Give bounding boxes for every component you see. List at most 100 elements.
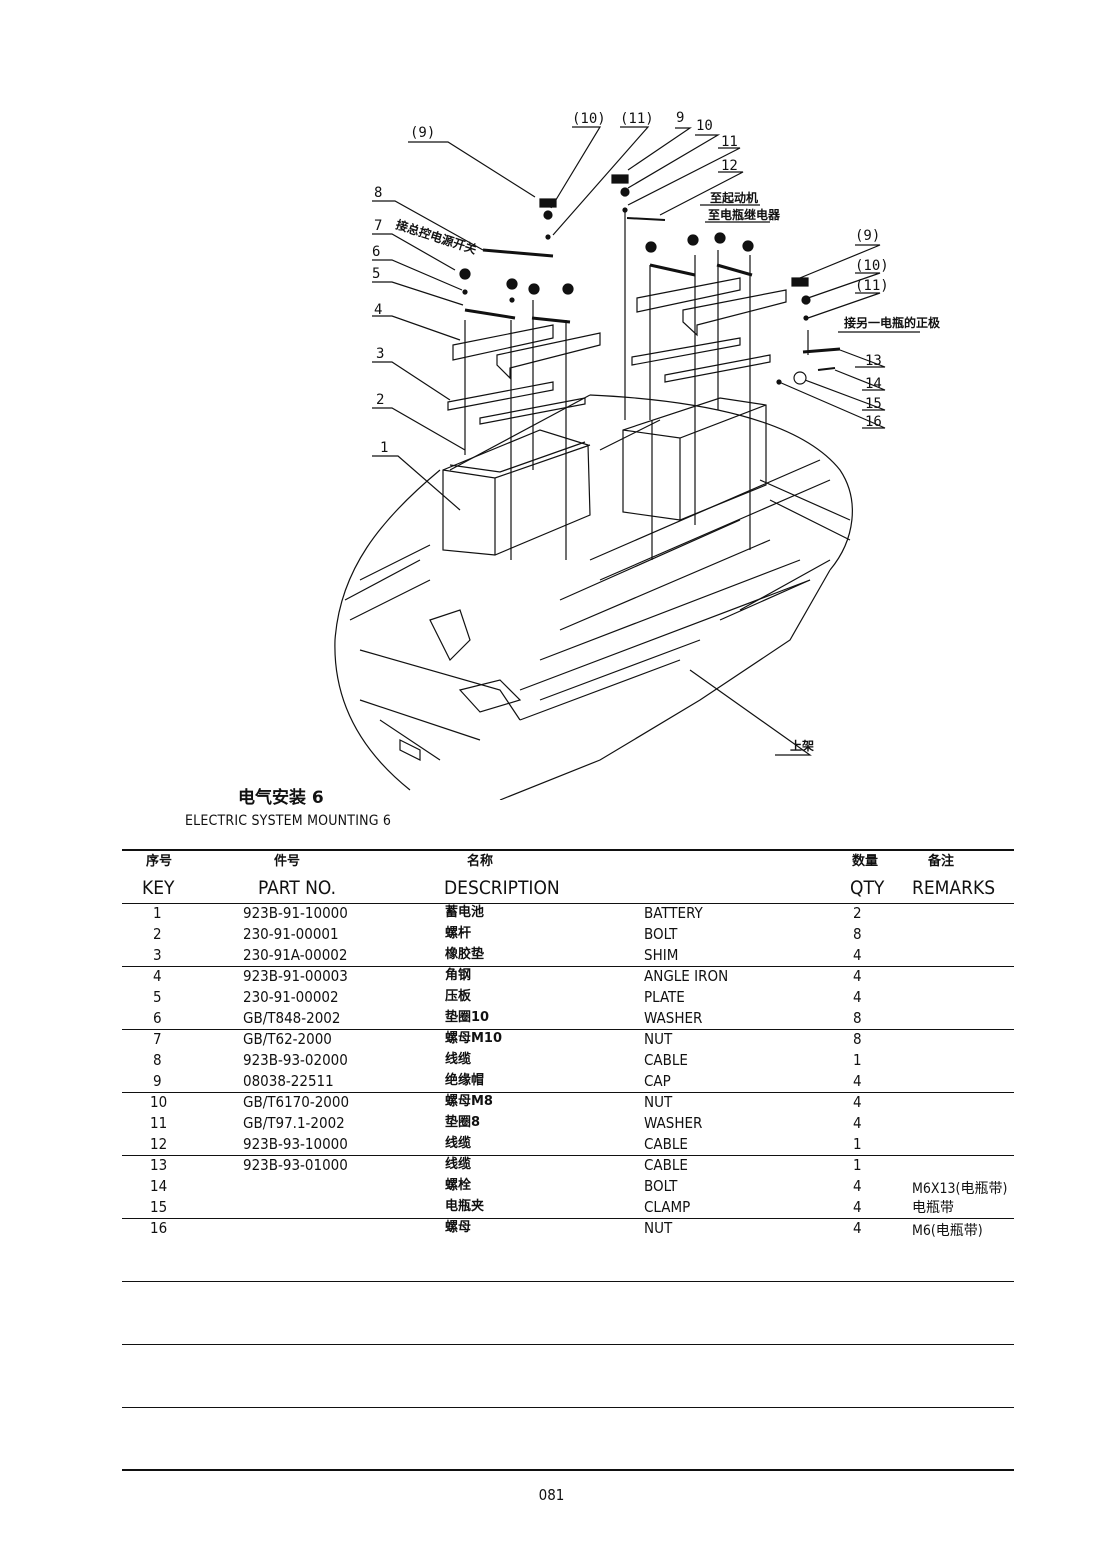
- table-row-desc-cn: 电瓶夹: [445, 1199, 485, 1214]
- header-qty-cn: 数量: [852, 854, 879, 869]
- callout-1: 1: [380, 440, 388, 456]
- table-row-remarks: M6X13(电瓶带): [912, 1181, 1008, 1197]
- callout-9: 9: [676, 110, 684, 126]
- table-row-qty: 8: [853, 1030, 862, 1048]
- table-row-qty: 4: [853, 1219, 862, 1237]
- table-row-qty: 1: [853, 1135, 862, 1153]
- callout-right-10p: (10): [855, 258, 889, 274]
- frame-outline-2: [589, 394, 853, 571]
- table-row-qty: 1: [853, 1156, 862, 1174]
- table-row-desc-cn: 绝缘帽: [445, 1073, 485, 1088]
- callout-12: 12: [721, 158, 738, 174]
- table-row-desc-cn: 角钢: [445, 968, 472, 983]
- page-number: 081: [538, 1486, 565, 1504]
- table-row-key: 16: [150, 1219, 168, 1237]
- parts-table: 序号 KEY 件号 PART NO. 名称 DESCRIPTION 数量 QTY…: [122, 849, 1014, 1471]
- table-row-key: 14: [150, 1177, 168, 1195]
- table-row-desc-en: CABLE: [644, 1156, 688, 1174]
- table-row-part: GB/T97.1-2002: [243, 1114, 345, 1132]
- table-row-qty: 4: [853, 1177, 862, 1195]
- table-row-part: 923B-91-10000: [243, 904, 348, 922]
- callout-4: 4: [374, 302, 382, 318]
- table-row-desc-en: NUT: [644, 1030, 673, 1048]
- table-row-remarks: 电瓶带: [912, 1200, 954, 1216]
- exploded-view-drawing: (9) (10) (11) 9 10 11 12 8 7 6 5 4 3 2 1…: [334, 110, 941, 800]
- table-row-part: 08038-22511: [243, 1072, 334, 1090]
- table-row-desc-cn: 螺杆: [445, 926, 472, 941]
- table-row-key: 4: [153, 967, 162, 985]
- table-row-key: 11: [150, 1114, 168, 1132]
- table-row-desc-cn: 线缆: [445, 1052, 472, 1067]
- table-row-desc-en: BATTERY: [644, 904, 703, 922]
- table-row-key: 10: [150, 1093, 168, 1111]
- callout-11p: (11): [620, 111, 654, 127]
- table-row-key: 7: [153, 1030, 162, 1048]
- battery-left: [442, 429, 591, 556]
- callout-13: 13: [865, 353, 882, 369]
- table-row-part: GB/T848-2002: [243, 1009, 341, 1027]
- table-row-desc-en: WASHER: [644, 1009, 703, 1027]
- table-row-part: 923B-93-01000: [243, 1156, 348, 1174]
- callout-7: 7: [374, 218, 382, 234]
- header-desc-cn: 名称: [467, 854, 494, 869]
- table-row-qty: 1: [853, 1051, 862, 1069]
- table-row-desc-cn: 线缆: [445, 1136, 472, 1151]
- table-row-desc-en: WASHER: [644, 1114, 703, 1132]
- header-desc-en: DESCRIPTION: [444, 877, 560, 899]
- table-row-part: 230-91-00002: [243, 988, 339, 1006]
- table-row-key: 6: [153, 1009, 162, 1027]
- table-row-desc-en: CABLE: [644, 1135, 688, 1153]
- table-row-qty: 4: [853, 1093, 862, 1111]
- callout-15: 15: [865, 396, 882, 412]
- table-row-qty: 4: [853, 1072, 862, 1090]
- wing-nuts: [459, 174, 811, 385]
- table-row-qty: 4: [853, 967, 862, 985]
- table-row-qty: 4: [853, 988, 862, 1006]
- table-row-key: 12: [150, 1135, 168, 1153]
- header-qty-en: QTY: [850, 877, 885, 899]
- table-row-qty: 8: [853, 925, 862, 943]
- callout-9p: (9): [410, 125, 435, 141]
- callout-10p: (10): [572, 111, 606, 127]
- callout-14: 14: [865, 376, 882, 392]
- table-row-key: 13: [150, 1156, 168, 1174]
- table-row-qty: 4: [853, 1198, 862, 1216]
- callout-10: 10: [696, 118, 713, 134]
- table-row-key: 9: [153, 1072, 162, 1090]
- note-upper-frame: 上架: [790, 738, 814, 753]
- table-row-desc-en: ANGLE IRON: [644, 967, 729, 985]
- table-row-desc-cn: 垫圈10: [445, 1010, 490, 1025]
- table-row-key: 8: [153, 1051, 162, 1069]
- callout-5: 5: [372, 266, 380, 282]
- table-row-qty: 4: [853, 1114, 862, 1132]
- table-row-qty: 8: [853, 1009, 862, 1027]
- right-angle-irons: [631, 263, 841, 383]
- table-row-key: 3: [153, 946, 162, 964]
- header-remarks-en: REMARKS: [912, 877, 996, 899]
- table-row-desc-en: SHIM: [644, 946, 679, 964]
- table-row-desc-en: BOLT: [644, 1177, 678, 1195]
- table-row-part: 230-91-00001: [243, 925, 339, 943]
- header-key-en: KEY: [142, 877, 175, 899]
- note-to-main-switch: 接总控电源开关: [394, 217, 479, 257]
- callout-3: 3: [376, 346, 384, 362]
- table-row-desc-cn: 橡胶垫: [445, 947, 485, 962]
- table-row-part: 923B-93-02000: [243, 1051, 348, 1069]
- table-row-desc-cn: 螺母M8: [445, 1094, 493, 1109]
- table-row-desc-cn: 螺栓: [445, 1178, 472, 1193]
- table-row-desc-en: CABLE: [644, 1051, 688, 1069]
- left-angle-irons: [447, 308, 601, 425]
- table-row-qty: 4: [853, 946, 862, 964]
- header-part-cn: 件号: [274, 854, 301, 869]
- table-row-part: 923B-91-00003: [243, 967, 348, 985]
- table-row-key: 15: [150, 1198, 168, 1216]
- table-row-key: 2: [153, 925, 162, 943]
- frame-right-edge: [499, 569, 831, 800]
- table-row-desc-cn: 螺母M10: [445, 1031, 503, 1046]
- callout-right-11p: (11): [855, 278, 889, 294]
- table-row-part: 230-91A-00002: [243, 946, 348, 964]
- table-row-desc-en: NUT: [644, 1219, 673, 1237]
- table-row-desc-en: CAP: [644, 1072, 671, 1090]
- header-part-en: PART NO.: [258, 877, 337, 899]
- table-row-remarks: M6(电瓶带): [912, 1223, 983, 1239]
